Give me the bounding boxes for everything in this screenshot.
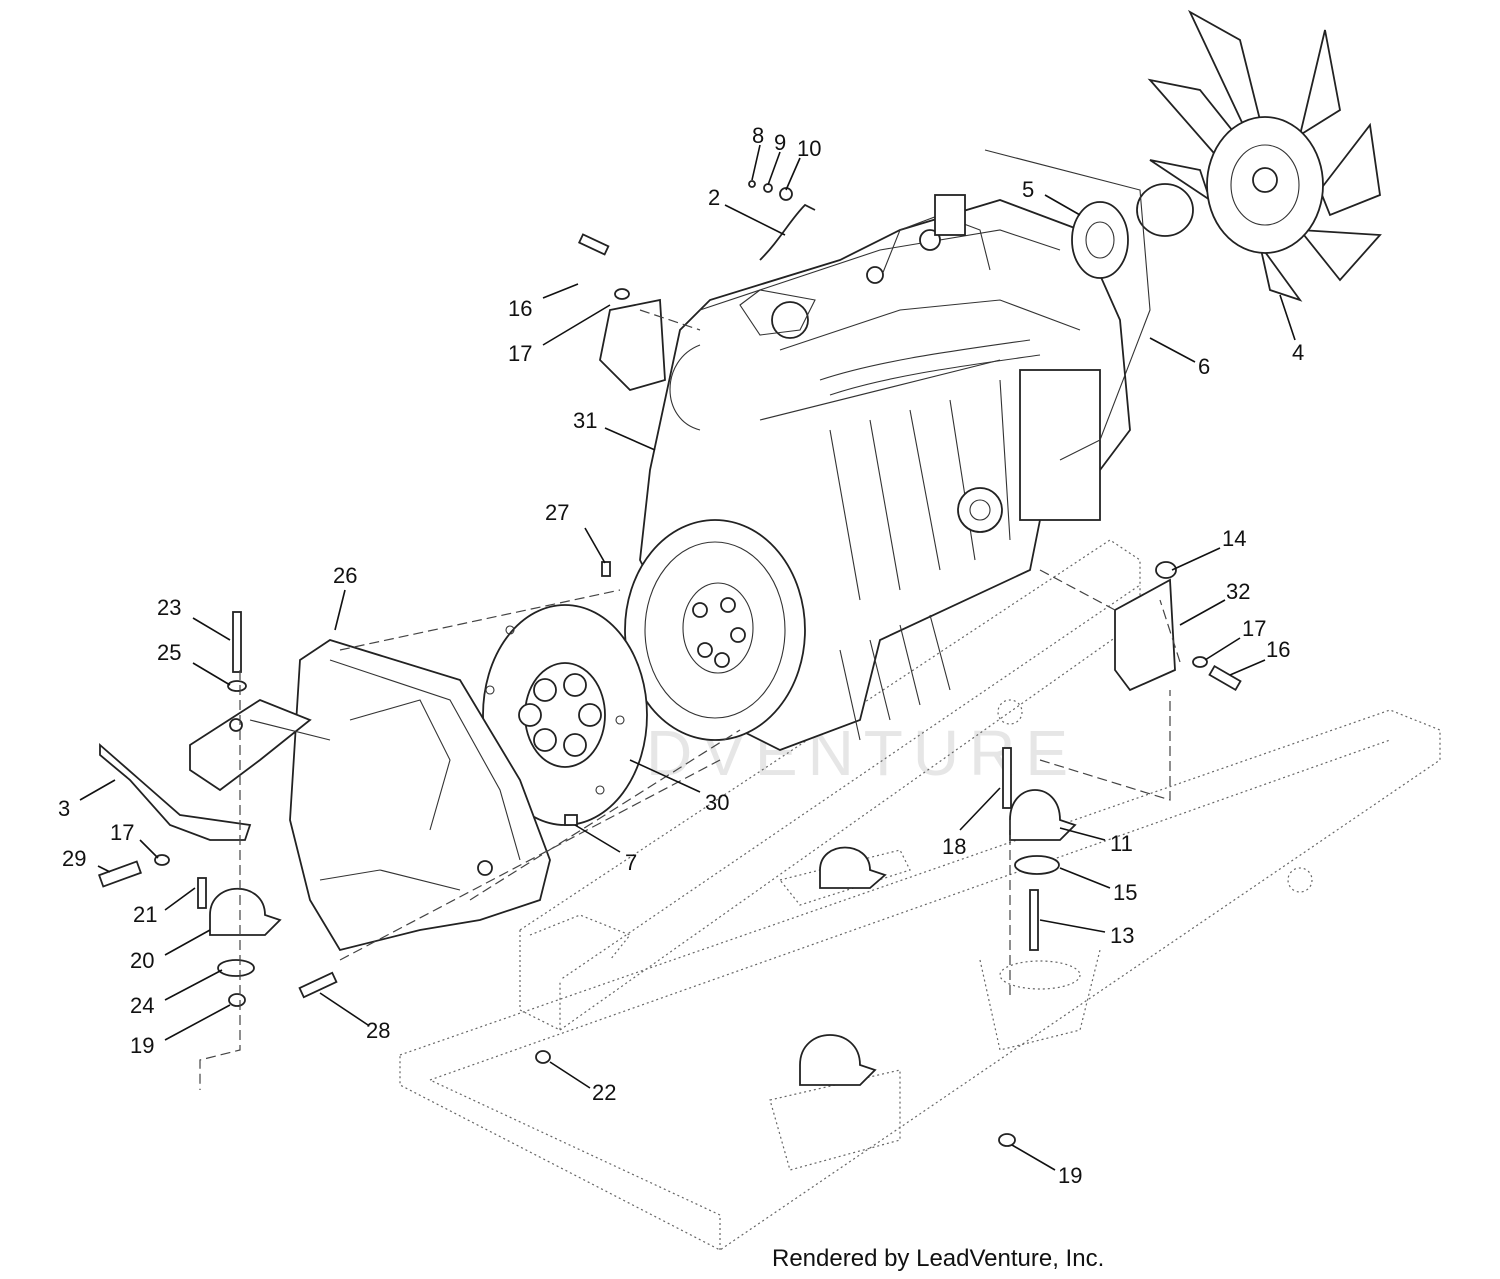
render-credit: Rendered by LeadVenture, Inc.: [772, 1245, 1104, 1272]
callout-9: 9: [774, 130, 786, 155]
callout-19-left: 19: [130, 1033, 154, 1058]
engine-brackets: [599, 298, 1176, 692]
callout-17-top: 17: [508, 341, 532, 366]
callout-30: 30: [705, 790, 729, 815]
bell-housing: [189, 639, 551, 952]
callout-28: 28: [366, 1018, 390, 1043]
callout-17-right: 17: [1242, 616, 1266, 641]
fan-pulley: [984, 149, 1194, 461]
mount-bracket: [99, 743, 252, 841]
callout-20: 20: [130, 948, 154, 973]
callout-16-top: 16: [508, 296, 532, 321]
callout-13: 13: [1110, 923, 1134, 948]
callout-2: 2: [708, 185, 720, 210]
flywheel: [624, 519, 806, 741]
callout-4: 4: [1292, 340, 1304, 365]
callout-24: 24: [130, 993, 154, 1018]
callout-11: 11: [1110, 831, 1133, 856]
callout-3: 3: [58, 796, 70, 821]
callout-27: 27: [545, 500, 569, 525]
callout-22: 22: [592, 1080, 616, 1105]
engine-mounts: [209, 789, 1077, 1086]
callout-17-left: 17: [110, 820, 134, 845]
callout-15: 15: [1113, 880, 1137, 905]
callout-10: 10: [797, 136, 821, 161]
callout-7: 7: [625, 850, 637, 875]
alignment-lines: [199, 309, 1181, 1090]
leader-lines: [79, 144, 1296, 1171]
callouts: 8 9 10 2 5 4 6 16 17 31 27 14 32 17 16 2…: [58, 123, 1304, 1188]
callout-26: 26: [333, 563, 357, 588]
fasteners: [98, 180, 1242, 1147]
callout-29: 29: [62, 846, 86, 871]
flex-plate: [482, 604, 648, 826]
cooling-fan: [1147, 9, 1382, 302]
callout-32: 32: [1226, 579, 1250, 604]
callout-16-right: 16: [1266, 637, 1290, 662]
callout-25: 25: [157, 640, 181, 665]
callout-31: 31: [573, 408, 597, 433]
callout-14: 14: [1222, 526, 1246, 551]
callout-18: 18: [942, 834, 966, 859]
callout-19-bottom: 19: [1058, 1163, 1082, 1188]
callout-5: 5: [1022, 177, 1034, 202]
callout-8: 8: [752, 123, 764, 148]
callout-23: 23: [157, 595, 181, 620]
callout-21: 21: [133, 902, 157, 927]
callout-6: 6: [1198, 354, 1210, 379]
